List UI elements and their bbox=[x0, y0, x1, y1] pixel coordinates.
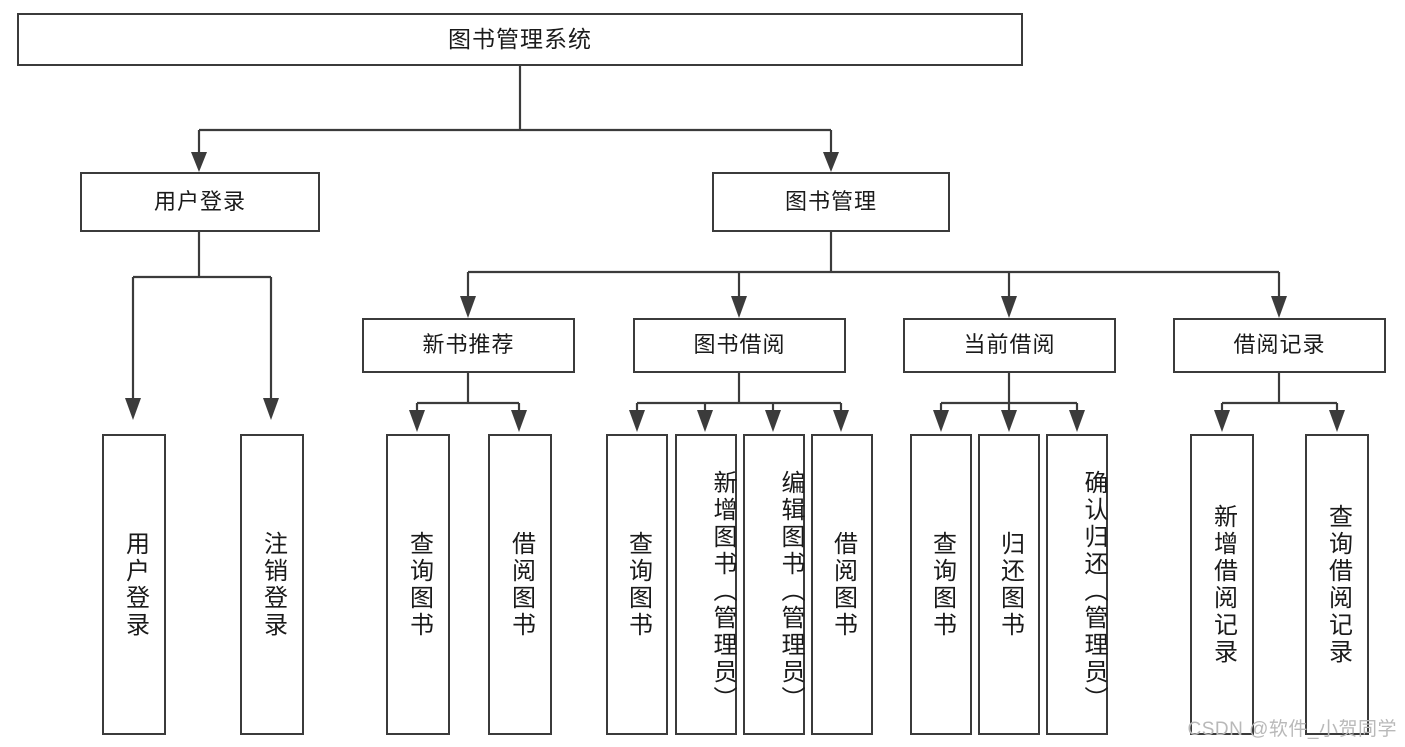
leaf-borrow-book-recommend[interactable]: 借阅图书 bbox=[488, 434, 552, 735]
arrow-book-manage bbox=[823, 152, 839, 172]
leaf-borrow-book-borrow[interactable]: 借阅图书 bbox=[811, 434, 873, 735]
arrow-leaf-query-book-3 bbox=[933, 410, 949, 432]
node-current-borrow[interactable]: 当前借阅 bbox=[903, 318, 1116, 373]
node-book-borrow[interactable]: 图书借阅 bbox=[633, 318, 846, 373]
arrow-new-book-recommend bbox=[460, 296, 476, 318]
csdn-watermark: CSDN @软件_小贺同学 bbox=[1187, 719, 1397, 740]
leaf-confirm-return-admin[interactable]: 确认归还（管理员） bbox=[1046, 434, 1108, 735]
arrow-leaf-edit-book bbox=[765, 410, 781, 432]
leaf-add-book-admin[interactable]: 新增图书（管理员） bbox=[675, 434, 737, 735]
arrow-leaf-user-login bbox=[125, 398, 141, 420]
leaf-edit-book-admin[interactable]: 编辑图书（管理员） bbox=[743, 434, 805, 735]
arrow-leaf-logout-login bbox=[263, 398, 279, 420]
leaf-add-borrow-record[interactable]: 新增借阅记录 bbox=[1190, 434, 1254, 735]
arrow-leaf-add-book bbox=[697, 410, 713, 432]
arrow-leaf-confirm-return bbox=[1069, 410, 1085, 432]
arrow-leaf-borrow-book-1 bbox=[511, 410, 527, 432]
node-new-book-recommend[interactable]: 新书推荐 bbox=[362, 318, 575, 373]
arrow-leaf-query-record bbox=[1329, 410, 1345, 432]
arrow-leaf-add-record bbox=[1214, 410, 1230, 432]
leaf-user-login[interactable]: 用户登录 bbox=[102, 434, 166, 735]
node-root-book-management-system[interactable]: 图书管理系统 bbox=[17, 13, 1023, 66]
leaf-query-book-borrow[interactable]: 查询图书 bbox=[606, 434, 668, 735]
arrow-current-borrow bbox=[1001, 296, 1017, 318]
leaf-return-book[interactable]: 归还图书 bbox=[978, 434, 1040, 735]
leaf-logout-login[interactable]: 注销登录 bbox=[240, 434, 304, 735]
arrow-leaf-return-book bbox=[1001, 410, 1017, 432]
leaf-query-book-recommend[interactable]: 查询图书 bbox=[386, 434, 450, 735]
arrow-borrow-record bbox=[1271, 296, 1287, 318]
arrow-leaf-query-book-1 bbox=[409, 410, 425, 432]
node-user-login[interactable]: 用户登录 bbox=[80, 172, 320, 232]
node-book-manage[interactable]: 图书管理 bbox=[712, 172, 950, 232]
leaf-query-borrow-record[interactable]: 查询借阅记录 bbox=[1305, 434, 1369, 735]
arrow-leaf-borrow-book-2 bbox=[833, 410, 849, 432]
leaf-query-book-current[interactable]: 查询图书 bbox=[910, 434, 972, 735]
arrow-leaf-query-book-2 bbox=[629, 410, 645, 432]
arrow-book-borrow bbox=[731, 296, 747, 318]
node-borrow-record[interactable]: 借阅记录 bbox=[1173, 318, 1386, 373]
arrow-user-login bbox=[191, 152, 207, 172]
